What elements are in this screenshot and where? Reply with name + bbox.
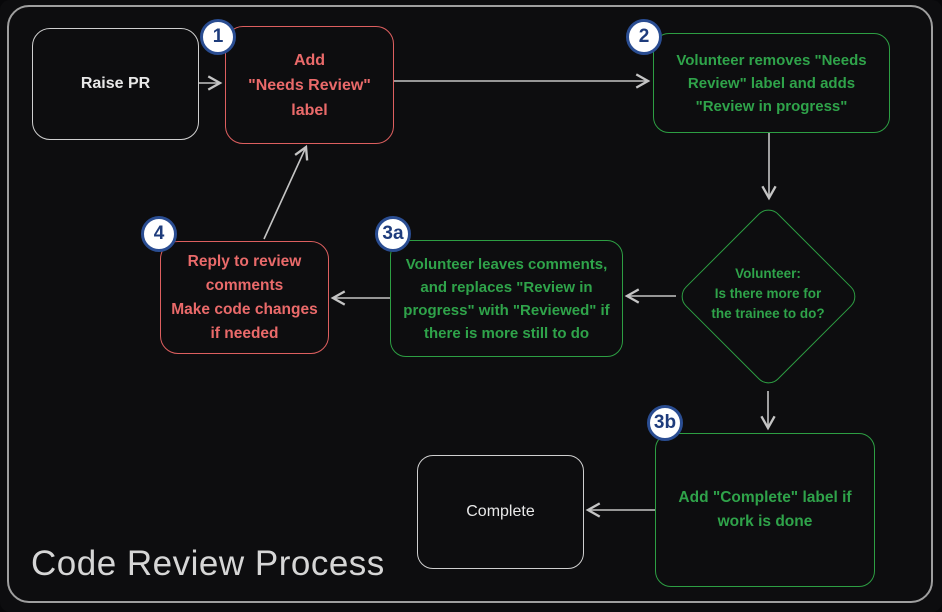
node-text-line: label: [291, 101, 328, 119]
node-text-line: Make code changes: [171, 300, 318, 318]
node-text-line: the trainee to do?: [711, 306, 825, 321]
step-badge-2: 2: [626, 19, 662, 55]
node-decision: Volunteer: Is there more for the trainee…: [676, 264, 860, 324]
node-text-line: Is there more for: [714, 286, 822, 301]
node-text-line: Review" label and adds: [687, 74, 856, 92]
node-complete: Complete: [417, 455, 584, 569]
node-text-line: progress" with "Reviewed" if: [403, 301, 610, 319]
node-text-line: and replaces "Review in: [420, 278, 593, 296]
step-badge-3a: 3a: [375, 216, 411, 252]
node-raise-pr-label: Raise PR: [80, 75, 151, 92]
node-text-line: "Needs Review": [248, 76, 371, 94]
node-raise-pr: Raise PR: [32, 28, 199, 140]
node-text-line: work is done: [717, 513, 813, 530]
node-text-line: if needed: [210, 324, 279, 342]
arrow-step4-to-step1: [263, 144, 309, 240]
step-badge-1: 1: [200, 19, 236, 55]
node-text-line: Add: [293, 51, 326, 69]
diagram-title: Code Review Process: [31, 544, 385, 583]
node-text-line: comments: [205, 276, 284, 294]
step-badge-3b: 3b: [647, 405, 683, 441]
node-text-line: Volunteer:: [735, 266, 801, 281]
node-text-line: there is more still to do: [423, 324, 590, 342]
step-badge-4: 4: [141, 216, 177, 252]
node-reply-comments: Reply to review comments Make code chang…: [160, 241, 329, 354]
node-text-line: Volunteer leaves comments,: [405, 255, 608, 273]
node-text-line: Volunteer removes "Needs: [676, 51, 867, 69]
node-volunteer-removes-label: Volunteer removes "Needs Review" label a…: [653, 33, 890, 133]
node-add-needs-review-label: Add "Needs Review" label: [225, 26, 394, 144]
node-complete-label: Complete: [466, 503, 535, 520]
node-text-line: Reply to review: [187, 252, 302, 270]
node-leaves-comments: Volunteer leaves comments, and replaces …: [390, 240, 623, 357]
node-text-line: "Review in progress": [695, 97, 848, 115]
node-add-complete-label: Add "Complete" label if work is done: [655, 433, 875, 587]
node-text-line: Add "Complete" label if: [678, 489, 852, 506]
